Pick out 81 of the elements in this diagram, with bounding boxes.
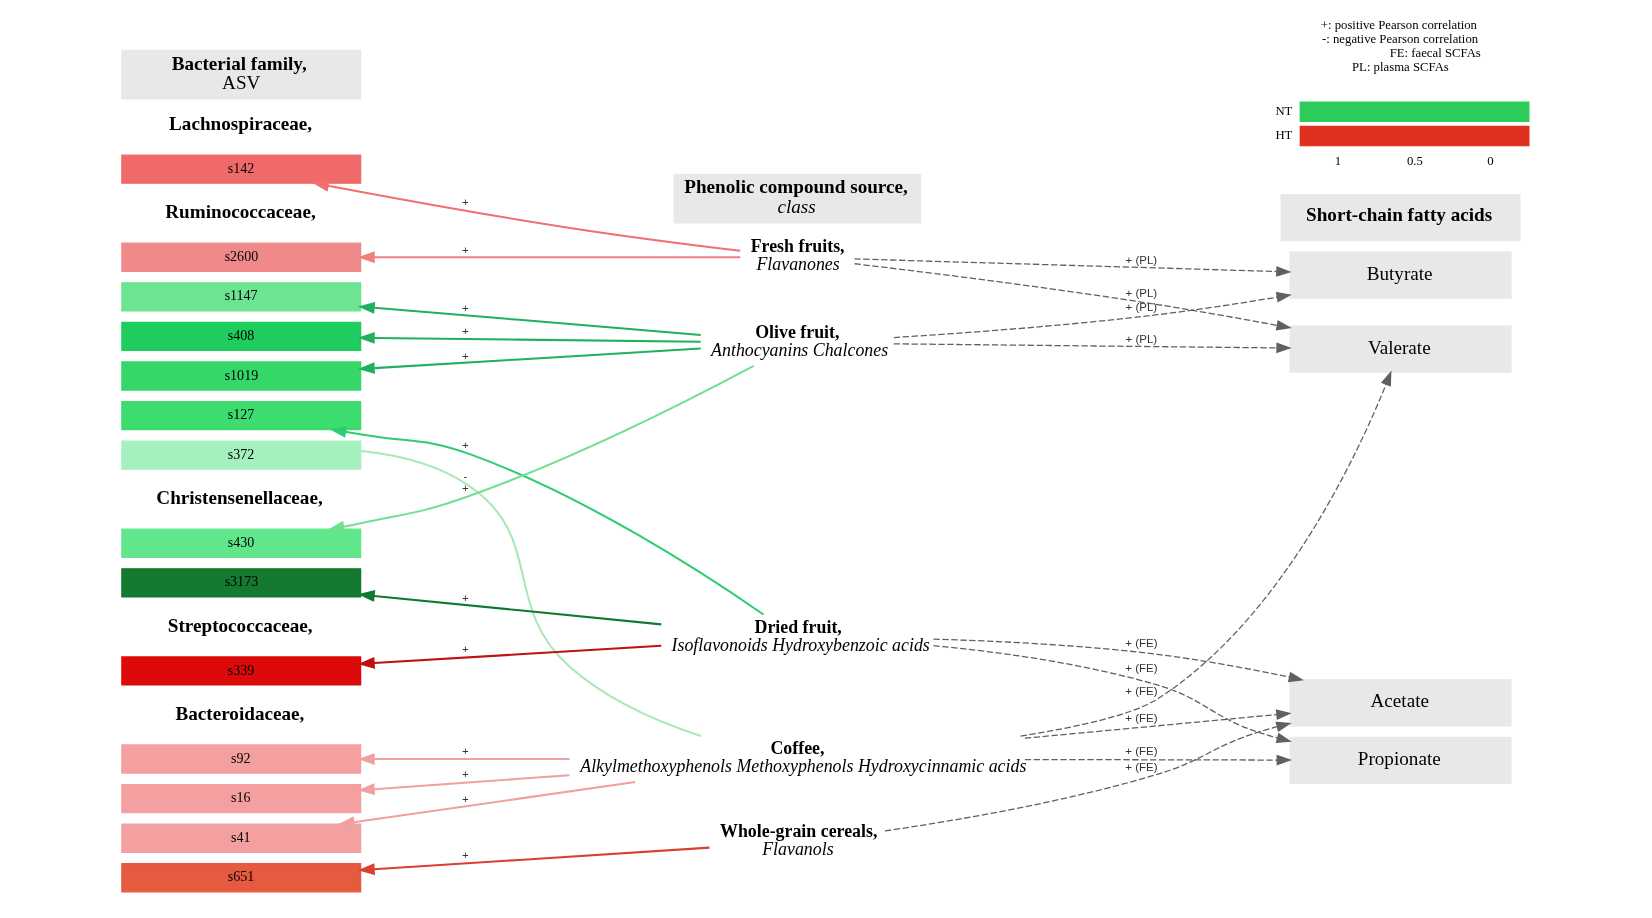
- edge-label: +: [461, 439, 469, 452]
- label: PL: plasma SCFAs: [1352, 59, 1449, 74]
- node-text: Whole-grain cereals, Flavanols: [720, 821, 878, 860]
- arrow: [853, 258, 1292, 277]
- edge-label: +: [461, 848, 469, 861]
- node-box: s142: [121, 154, 362, 184]
- edge-label: +: [461, 643, 469, 656]
- arrow: [1024, 709, 1292, 739]
- edge-label: +: [461, 325, 469, 338]
- node-text: Streptococcaceae,: [167, 615, 313, 636]
- edge-label: +: [461, 243, 469, 256]
- node-box: s2600: [121, 242, 362, 272]
- edge-label: + (FE): [1125, 760, 1158, 773]
- legend-label: NT: [1275, 103, 1293, 118]
- edge-label: +: [461, 745, 469, 758]
- arrow: [357, 332, 701, 344]
- node-text: Olive fruit, Anthocyanins Chalcones: [711, 321, 889, 360]
- arrow: [312, 180, 741, 252]
- label: -: negative Pearson correlation: [1322, 31, 1479, 46]
- edge-label: +: [461, 482, 469, 495]
- edge-label: + (FE): [1125, 636, 1158, 649]
- node-box: Valerate: [1289, 325, 1512, 373]
- node-text: Bacteroidaceae,: [175, 703, 305, 725]
- node-box: Propionate: [1289, 736, 1512, 784]
- node-text: Lachnospiraceae,: [169, 113, 313, 135]
- connector: [361, 450, 702, 737]
- arrow: [932, 638, 1304, 683]
- arrow: [853, 263, 1292, 331]
- edge-label: +: [461, 768, 469, 781]
- arrow: [329, 426, 764, 616]
- arrow: [357, 347, 701, 374]
- arrow: [932, 645, 1292, 744]
- arrow: [893, 342, 1292, 354]
- node-box: s430: [121, 528, 362, 558]
- edge-label: +: [461, 196, 469, 209]
- node-box: s3173: [121, 568, 362, 598]
- node-box: Butyrate: [1289, 251, 1512, 299]
- arrow: [357, 251, 741, 264]
- edge-label: +: [461, 302, 469, 315]
- edge-label: +: [461, 592, 469, 605]
- edge-label: + (FE): [1125, 745, 1158, 758]
- label: 1: [1334, 154, 1342, 169]
- label: +: positive Pearson correlation: [1320, 17, 1477, 32]
- node-box: s16: [121, 783, 362, 814]
- arrow: [1024, 754, 1292, 766]
- arrow: [893, 291, 1292, 339]
- edge-label: + (PL): [1125, 287, 1158, 300]
- node-box: Acetate: [1289, 679, 1512, 727]
- edge-label: + (FE): [1125, 662, 1158, 675]
- label: 0: [1487, 154, 1494, 169]
- edge-label: +: [461, 349, 469, 362]
- edge-label: + (FE): [1125, 685, 1158, 698]
- node-box: s408: [121, 321, 362, 352]
- arrow: [884, 721, 1292, 832]
- arrow: [357, 846, 710, 876]
- node-text: Coffee, Alkylmethoxyphenols Methoxyphenols Hydroxycinnamic acids: [580, 738, 1027, 777]
- node-text: Fresh fruits, Flavanones: [750, 236, 845, 275]
- arrow: [327, 364, 755, 533]
- label: 0.5: [1406, 154, 1423, 169]
- node-text: Ruminococcaceae,: [165, 201, 316, 223]
- arrow: [357, 301, 701, 336]
- arrow: [357, 644, 662, 669]
- node-box: s1147: [121, 282, 362, 312]
- node-text: Christensenellaceae,: [156, 487, 323, 509]
- node-box: s339: [121, 656, 362, 686]
- legend-label: HT: [1275, 128, 1293, 143]
- node-box: s651: [121, 863, 362, 893]
- node-box: s127: [121, 400, 362, 431]
- arrow: [1019, 370, 1392, 737]
- edge-label: + (PL): [1125, 333, 1158, 346]
- edge-label: + (PL): [1125, 301, 1158, 314]
- edge-label: -: [463, 469, 468, 482]
- edge-label: + (PL): [1125, 253, 1158, 266]
- node-box: s372: [121, 440, 362, 470]
- label: FE: faecal SCFAs: [1389, 45, 1481, 60]
- edge-label: +: [461, 792, 469, 805]
- node-box: s92: [121, 744, 362, 774]
- node-box: s41: [121, 823, 362, 853]
- node-box: s1019: [121, 361, 362, 391]
- node-text: Dried fruit, Isoflavonoids Hydroxybenzoic acids: [671, 616, 930, 655]
- edge-label: + (FE): [1125, 712, 1158, 725]
